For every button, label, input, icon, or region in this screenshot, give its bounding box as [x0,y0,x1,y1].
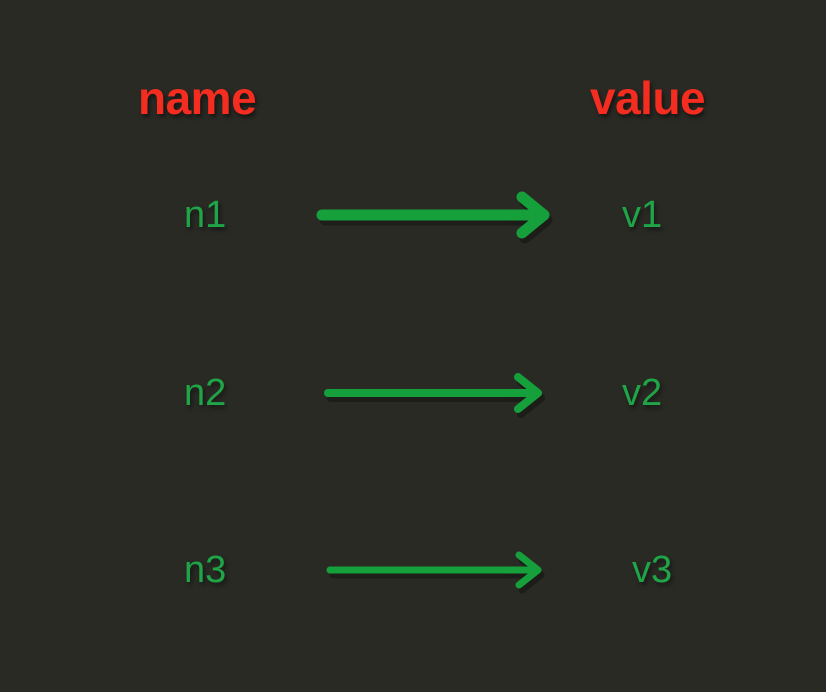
mapping-arrow [300,530,580,610]
name-node-label: n3 [184,549,227,591]
value-node-label: v1 [622,194,663,236]
mapping-arrow [300,175,580,255]
mapping-row: n1 v1 [0,175,826,255]
name-node-label: n2 [184,372,227,414]
name-node-label: n1 [184,194,227,236]
value-node-label: v2 [622,372,663,414]
column-header-name: name [138,72,257,124]
column-header-value: value [590,72,706,124]
mapping-row: n3 v3 [0,530,826,610]
mapping-row: n2 v2 [0,353,826,433]
arrow-right-icon [316,191,553,244]
arrow-right-icon [326,551,545,594]
arrow-right-icon [324,373,545,418]
value-node-label: v3 [632,549,673,591]
mapping-arrow [300,353,580,433]
